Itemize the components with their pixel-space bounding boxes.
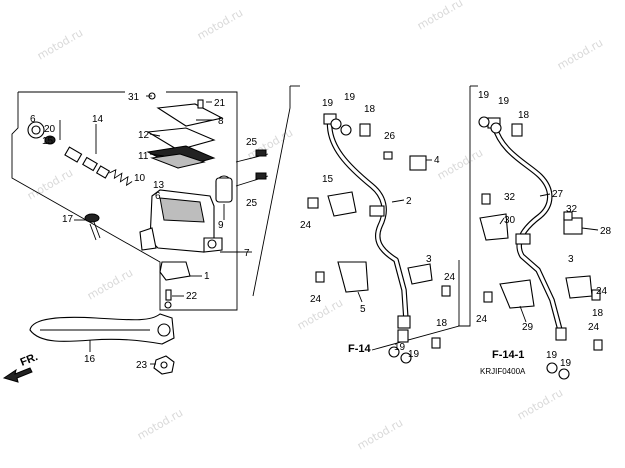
callout-19a: 19 (322, 98, 334, 109)
callout-10: 10 (134, 173, 146, 184)
callout-11: 11 (138, 151, 149, 162)
callout-24e: 24 (476, 314, 488, 325)
callout-23: 23 (136, 360, 148, 371)
callout-24a: 24 (300, 220, 312, 231)
watermark: motod.ru (435, 146, 485, 182)
bolt-17 (84, 213, 101, 241)
upper-brake-hose (323, 113, 411, 343)
callout-6b: 6 (30, 114, 36, 125)
callout-21: 21 (214, 98, 226, 109)
callout-19g: 19 (546, 350, 558, 361)
reservoir-cap (146, 92, 224, 169)
callout-1: 1 (204, 271, 210, 282)
callout-19e: 19 (478, 90, 490, 101)
watermark-layer: motod.ru motod.ru motod.ru motod.ru moto… (25, 0, 605, 453)
callout-24b: 24 (444, 272, 456, 283)
callout-24c: 24 (310, 294, 322, 305)
callout-29: 29 (522, 322, 534, 333)
callout-25a: 25 (246, 137, 258, 148)
callout-32b: 32 (566, 204, 578, 215)
callout-31: 31 (128, 92, 140, 103)
callout-2: 2 (406, 196, 412, 207)
callout-19d: 19 (408, 349, 420, 360)
callout-26: 26 (384, 131, 396, 142)
watermark: motod.ru (355, 416, 405, 452)
brake-lever (29, 313, 175, 345)
callout-3a: 3 (426, 254, 432, 265)
callout-19f: 19 (498, 96, 510, 107)
callout-15: 15 (42, 136, 54, 147)
watermark: motod.ru (415, 0, 465, 33)
watermark: motod.ru (25, 166, 75, 202)
hose-frame-middle (252, 85, 460, 351)
callout-25b: 25 (246, 198, 258, 209)
nut-23 (153, 355, 175, 375)
callout-27: 27 (552, 189, 564, 200)
ref-f14: F-14 (348, 343, 372, 355)
callout-5: 5 (360, 304, 366, 315)
callout-18a: 18 (364, 104, 376, 115)
watermark: motod.ru (195, 6, 245, 42)
callout-6: 6 (155, 191, 161, 202)
front-arrow: FR. (2, 351, 40, 383)
callout-24d: 24 (596, 286, 608, 297)
piston-kit (27, 121, 133, 187)
callout-22: 22 (186, 291, 198, 302)
callout-8: 8 (218, 116, 224, 127)
master-cylinder-body (139, 189, 223, 309)
callouts: 31 21 8 12 11 10 13 6 14 6 20 15 17 25 2… (30, 90, 612, 376)
leader-lines (59, 95, 599, 365)
callout-18d: 18 (592, 308, 604, 319)
callout-32a: 32 (504, 192, 516, 203)
front-arrow-label: FR. (19, 351, 40, 369)
callout-18b: 18 (436, 318, 448, 329)
callout-19c: 19 (394, 342, 406, 353)
callout-19h: 19 (560, 358, 572, 369)
callout-18c: 18 (518, 110, 530, 121)
hose-frame-right (458, 85, 478, 327)
callout-19b: 19 (344, 92, 356, 103)
watermark: motod.ru (515, 386, 565, 422)
callout-7: 7 (244, 248, 250, 259)
callout-9: 9 (218, 220, 224, 231)
ref-f14-1: F-14-1 (492, 349, 524, 361)
callout-3b: 3 (568, 254, 574, 265)
callout-4: 4 (434, 155, 440, 166)
callout-20: 20 (44, 124, 56, 135)
callout-13: 13 (153, 180, 165, 191)
banjo-fittings (215, 149, 269, 203)
watermark: motod.ru (85, 266, 135, 302)
callout-17: 17 (62, 214, 74, 225)
right-clamps (478, 116, 603, 380)
callout-14: 14 (92, 114, 104, 125)
callout-16: 16 (84, 354, 96, 365)
callout-30: 30 (504, 215, 516, 226)
watermark: motod.ru (555, 36, 605, 72)
callout-24f: 24 (588, 322, 600, 333)
watermark: motod.ru (35, 26, 85, 62)
callout-28: 28 (600, 226, 612, 237)
watermark: motod.ru (135, 406, 185, 442)
diagram-code: KRJIF0400A (480, 367, 526, 376)
middle-clamps (307, 118, 451, 364)
callout-12: 12 (138, 130, 150, 141)
callout-15b: 15 (322, 174, 334, 185)
